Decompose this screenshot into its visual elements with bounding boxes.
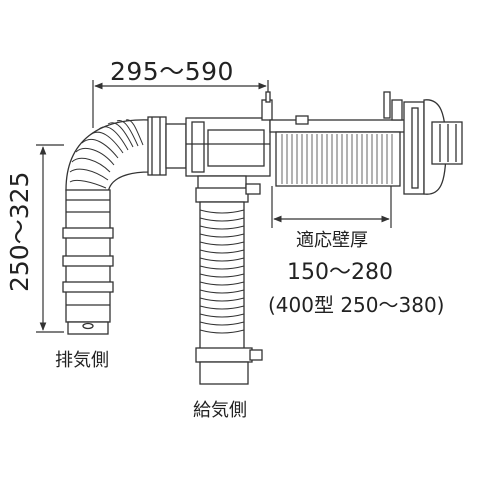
intake-vertical-pipe: [195, 175, 263, 385]
wall-thickness-range-400: (400型 250～380): [268, 293, 445, 317]
terminal-cap: [403, 99, 463, 195]
vertical-dimension-label: 250～325: [5, 171, 34, 292]
intake-side-label: 給気側: [193, 400, 247, 421]
wall-thickness-dimension: [271, 186, 392, 228]
vertical-dimension: [36, 144, 64, 333]
main-horizontal-body: [185, 91, 273, 177]
exhaust-vertical-pipe: [62, 189, 114, 335]
wall-thickness-range: 150～280: [287, 260, 393, 285]
exhaust-elbow: [65, 119, 151, 196]
elbow-collar: [147, 116, 187, 176]
wall-thickness-title: 適応壁厚: [296, 230, 368, 251]
exhaust-side-label: 排気側: [55, 350, 109, 371]
horizontal-dimension-label: 295～590: [110, 57, 234, 86]
wall-section-pipe: [269, 91, 409, 187]
